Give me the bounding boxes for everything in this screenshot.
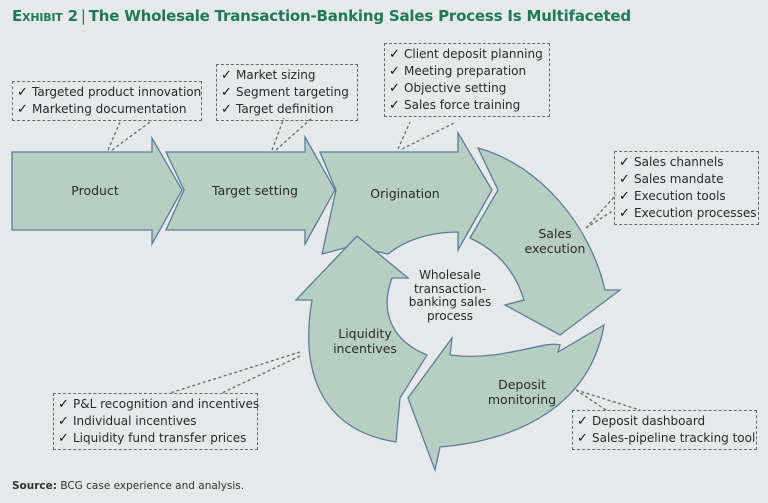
- exhibit-title: Exhibit 2|The Wholesale Transaction-Bank…: [12, 7, 631, 25]
- checklist-item: ✓Targeted product innovation: [17, 85, 202, 100]
- check-icon: ✓: [619, 172, 630, 187]
- leader-sales-execution: [585, 194, 617, 229]
- check-icon: ✓: [221, 85, 232, 100]
- checklist-product: ✓Targeted product innovation ✓Marketing …: [12, 81, 202, 121]
- checklist-sales-execution: ✓Sales channels ✓Sales mandate ✓Executio…: [614, 151, 759, 225]
- stage-label-sales-execution: Sales execution: [524, 226, 586, 256]
- check-icon: ✓: [221, 102, 232, 117]
- stage-label-origination: Origination: [370, 186, 440, 201]
- check-icon: ✓: [389, 64, 400, 79]
- check-icon: ✓: [389, 47, 400, 62]
- checklist-item: ✓Market sizing: [221, 68, 316, 83]
- source-note: Source: BCG case experience and analysis…: [12, 480, 244, 492]
- stage-label-deposit-monitoring: Deposit monitoring: [487, 377, 557, 407]
- checklist-item: ✓P&L recognition and incentives: [58, 397, 260, 412]
- arrow-deposit-monitoring: [407, 323, 605, 473]
- arrow-liquidity-incentives: [294, 235, 428, 443]
- checklist-liquidity-incentives: ✓P&L recognition and incentives ✓Individ…: [53, 393, 260, 450]
- checklist-item: ✓Execution processes: [619, 206, 757, 221]
- leader-product: [107, 121, 151, 151]
- title-text: The Wholesale Transaction-Banking Sales …: [88, 7, 631, 25]
- checklist-item: ✓Target definition: [221, 102, 334, 117]
- check-icon: ✓: [389, 81, 400, 96]
- check-icon: ✓: [58, 431, 69, 446]
- stage-label-target-setting: Target setting: [212, 183, 298, 198]
- center-label: Wholesale transaction- banking sales pro…: [408, 268, 492, 323]
- check-icon: ✓: [619, 206, 630, 221]
- check-icon: ✓: [17, 102, 28, 117]
- leader-target-setting: [271, 117, 313, 151]
- checklist-item: ✓Client deposit planning: [389, 47, 543, 62]
- check-icon: ✓: [619, 189, 630, 204]
- check-icon: ✓: [577, 431, 588, 446]
- checklist-item: ✓Individual incentives: [58, 414, 197, 429]
- source-text: BCG case experience and analysis.: [60, 480, 245, 492]
- check-icon: ✓: [58, 414, 69, 429]
- leader-deposit-monitoring: [575, 389, 641, 411]
- checklist-item: ✓Marketing documentation: [17, 102, 187, 117]
- check-icon: ✓: [389, 98, 400, 113]
- checklist-deposit-monitoring: ✓Deposit dashboard ✓Sales-pipeline track…: [572, 410, 757, 450]
- exhibit-label: Exhibit 2: [12, 7, 78, 25]
- source-label: Source:: [12, 480, 57, 492]
- checklist-item: ✓Sales channels: [619, 155, 724, 170]
- checklist-item: ✓Execution tools: [619, 189, 726, 204]
- checklist-item: ✓Sales mandate: [619, 172, 724, 187]
- checklist-item: ✓Meeting preparation: [389, 64, 527, 79]
- leader-liquidity-incentives: [169, 351, 301, 394]
- check-icon: ✓: [58, 397, 69, 412]
- checklist-item: ✓Deposit dashboard: [577, 414, 706, 429]
- checklist-item: ✓Objective setting: [389, 81, 507, 96]
- checklist-item: ✓Liquidity fund transfer prices: [58, 431, 247, 446]
- check-icon: ✓: [577, 414, 588, 429]
- stage-label-product: Product: [71, 183, 119, 198]
- checklist-item: ✓Sales-pipeline tracking tool: [577, 431, 756, 446]
- title-separator: |: [80, 7, 86, 25]
- check-icon: ✓: [17, 85, 28, 100]
- leader-lines: [107, 117, 641, 411]
- check-icon: ✓: [619, 155, 630, 170]
- checklist-item: ✓Sales force training: [389, 98, 521, 113]
- stage-label-liquidity-incentives: Liquidity incentives: [333, 326, 397, 356]
- arrow-sales-execution: [469, 146, 622, 336]
- checklist-origination: ✓Client deposit planning ✓Meeting prepar…: [384, 43, 550, 117]
- arrow-product: [11, 135, 183, 247]
- checklist-target-setting: ✓Market sizing ✓Segment targeting ✓Targe…: [216, 64, 358, 121]
- leader-origination: [397, 121, 457, 150]
- checklist-item: ✓Segment targeting: [221, 85, 349, 100]
- check-icon: ✓: [221, 68, 232, 83]
- arrow-target-setting: [164, 134, 336, 247]
